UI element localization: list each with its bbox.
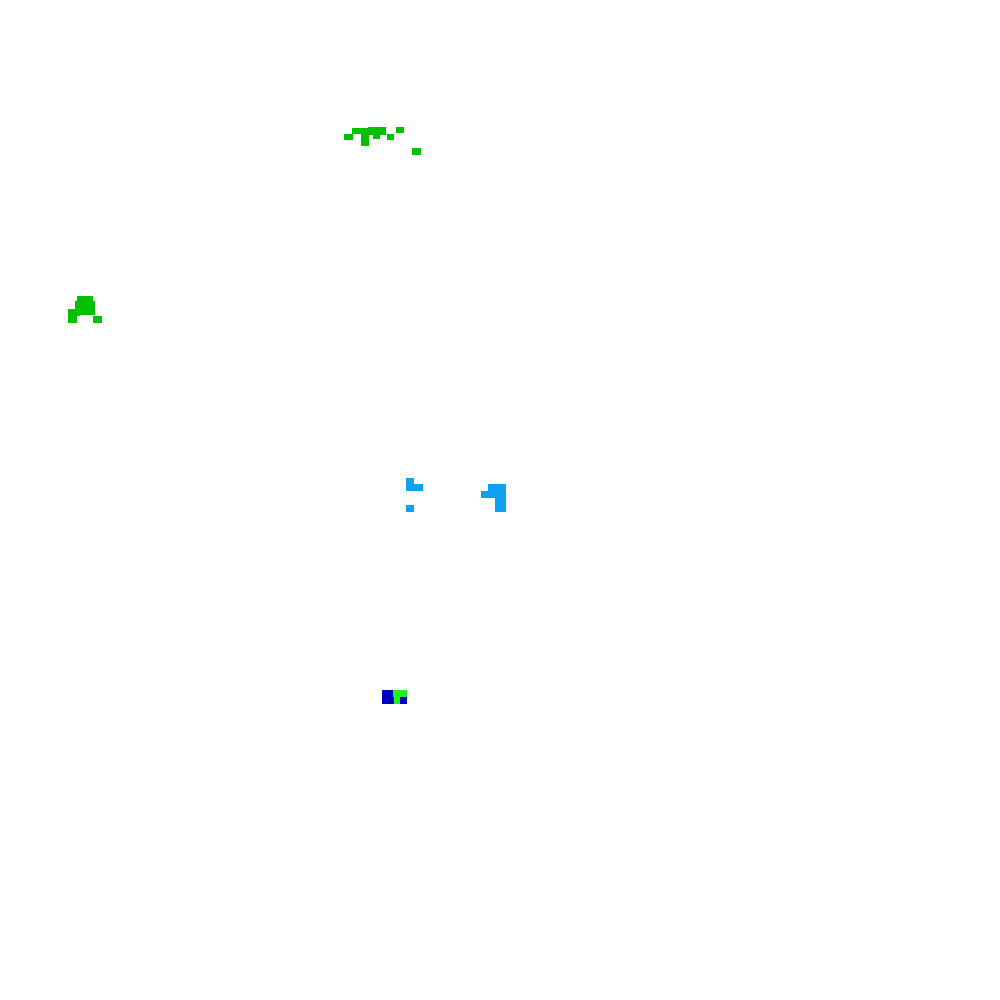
green-cluster-left-block-4 [93,316,102,323]
green-cluster-top-block-4 [373,131,380,139]
green-cluster-left-block-2 [68,309,80,316]
blue-cluster-center-block-5 [489,492,506,498]
blue-cluster-center-block-4 [488,484,506,493]
green-cluster-top-block-7 [412,148,421,155]
blue-cluster-center-block-3 [481,491,489,498]
green-cluster-top-block-0 [344,134,353,140]
blue-cluster-center-block-1 [406,484,423,491]
player-cluster-bottom-block-0 [382,690,389,704]
blue-cluster-center-block-6 [495,498,506,512]
green-cluster-top-block-5 [387,134,394,140]
green-cluster-top-block-1 [352,128,366,134]
green-cluster-top-block-6 [396,127,404,133]
player-cluster-bottom-block-3 [394,697,400,704]
cluster-layer [68,127,506,704]
player-cluster-bottom-block-2 [393,690,407,697]
green-cluster-left-block-0 [77,296,93,304]
player-cluster-bottom-block-4 [400,697,407,704]
blue-cluster-center-block-2 [406,505,414,512]
blue-cluster-center [406,478,506,512]
green-cluster-top [344,127,421,155]
green-cluster-left [68,296,102,323]
green-cluster-top-block-2 [361,128,369,146]
player-cluster-bottom-block-1 [389,690,396,704]
blue-cluster-center-block-0 [406,478,414,484]
player-cluster-bottom [382,690,407,704]
green-cluster-left-block-3 [68,315,77,323]
